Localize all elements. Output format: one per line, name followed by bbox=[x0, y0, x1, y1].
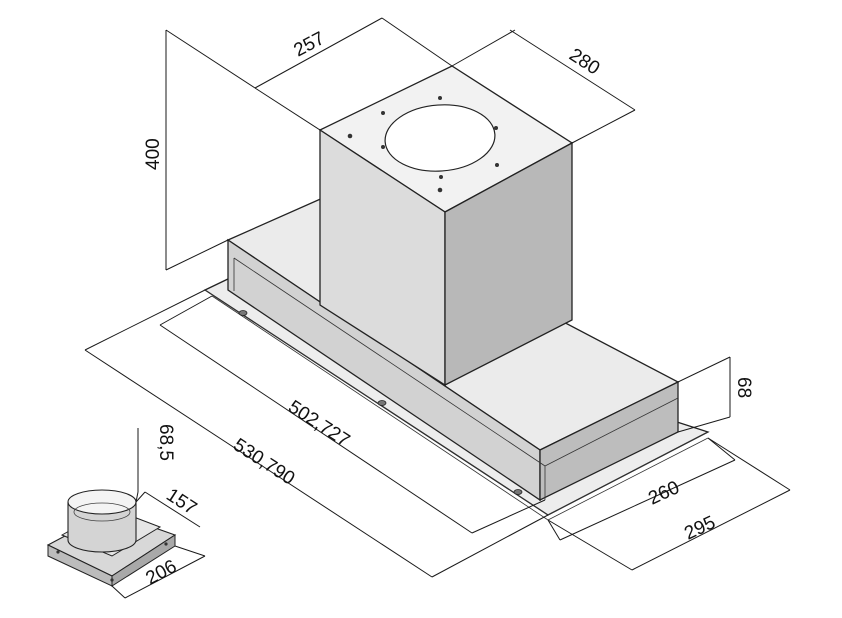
screw-hole bbox=[513, 489, 523, 495]
label-hood-outer-depth: 295 bbox=[681, 512, 719, 544]
mounting-hole bbox=[381, 111, 385, 115]
dimension-lines bbox=[84, 17, 791, 578]
mounting-hole bbox=[438, 96, 442, 100]
label-hood-outer-width: 530,790 bbox=[229, 435, 298, 490]
mounting-hole bbox=[347, 133, 353, 139]
label-hood-inner-depth: 260 bbox=[645, 477, 683, 509]
outlet-opening bbox=[384, 104, 496, 172]
mounting-hole bbox=[437, 187, 443, 193]
label-chimney-height: 400 bbox=[143, 138, 164, 170]
label-adapter-diameter: 157 bbox=[162, 485, 200, 520]
label-hood-inner-width: 502,727 bbox=[284, 397, 353, 452]
chimney bbox=[318, 65, 574, 387]
screw-hole bbox=[377, 400, 387, 406]
adapter-dimension-lines bbox=[111, 428, 206, 599]
mounting-hole bbox=[381, 145, 385, 149]
label-chimney-width: 257 bbox=[290, 28, 328, 61]
mounting-hole bbox=[494, 126, 498, 130]
duct-adapter bbox=[46, 489, 177, 587]
label-adapter-height: 68,5 bbox=[155, 424, 176, 461]
label-hood-height: 68 bbox=[733, 377, 754, 398]
mounting-hole bbox=[439, 175, 443, 179]
label-chimney-depth: 280 bbox=[565, 45, 603, 80]
screw-hole bbox=[238, 310, 248, 316]
mounting-hole bbox=[495, 163, 499, 167]
